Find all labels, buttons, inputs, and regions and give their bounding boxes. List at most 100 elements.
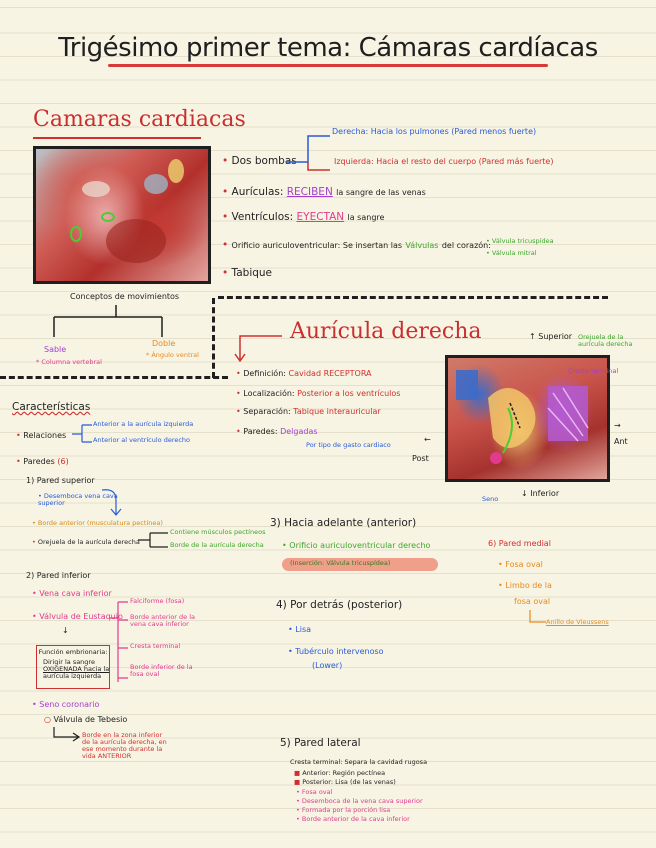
vieussens-label: Anillo de Vieussens xyxy=(546,618,609,626)
dashed-separator-top xyxy=(218,296,608,299)
pared-posterior-b: • Tubérculo intervenoso xyxy=(288,647,384,656)
pared-lateral-l2-text: Posterior: Lisa (de las venas) xyxy=(302,778,396,786)
box-line-1: Dirigir la sangre xyxy=(43,658,95,667)
dos-bombas-brackets xyxy=(286,135,330,171)
camaras-underline xyxy=(33,137,201,139)
pared-anterior-a: • Orificio auriculoventricular derecho xyxy=(282,541,431,550)
ventriculos-line: • Ventrículos: EYECTAN la sangre xyxy=(222,211,385,223)
paredes-line: • Paredes: Delgadas xyxy=(236,427,318,436)
separacion-label: Separación: xyxy=(243,407,291,416)
definicion-line: • Definición: Cavidad RECEPTORA xyxy=(236,369,372,378)
localizacion-line: • Localización: Posterior a los ventrícu… xyxy=(236,389,401,398)
paredes-heading: • Paredes (6) xyxy=(16,457,69,466)
limbo-fosa-text: Limbo de la xyxy=(505,581,552,590)
thebesio-sub: Borde en la zona inferior de la aurícula… xyxy=(82,731,167,761)
orificio-rest: del corazón: xyxy=(441,241,491,250)
funcion-embrionaria-box: Función embrionaria: Dirigir la sangre O… xyxy=(36,645,110,689)
derecha-text: Derecha: Hacia los pulmones (Pared menos… xyxy=(332,127,537,136)
auriculas-label: Aurículas: xyxy=(231,186,284,198)
izquierda-text: Izquierda: Hacia el resto del cuerpo (Pa… xyxy=(334,157,554,166)
thebesio-text: Válvula de Tebesio xyxy=(53,715,128,724)
pared-lateral-l6: • Borde anterior de la cava inferior xyxy=(296,815,410,823)
seno-coronario-text: Seno coronario xyxy=(39,700,100,709)
pared-inferior-bracket xyxy=(110,601,128,682)
box-line-3: aurícula izquierda xyxy=(43,672,102,681)
dos-bombas-label: Dos bombas xyxy=(231,155,297,167)
pared-anterior: 3) Hacia adelante (anterior) xyxy=(270,517,417,529)
vieussens-arrow xyxy=(529,610,546,623)
orificio-label: Orificio auriculoventricular: Se inserta… xyxy=(231,241,403,250)
limbo-fosa: • Limbo de la xyxy=(498,581,552,590)
pared-lateral-l5: • Formada por la porción lisa xyxy=(296,806,391,814)
pared-inferior: 2) Pared inferior xyxy=(26,571,91,580)
reciben-word: RECIBEN xyxy=(286,186,333,198)
dashed-separator-vertical xyxy=(212,298,215,378)
pared-lateral-l2: ■ Posterior: Lisa (de las venas) xyxy=(294,778,396,786)
relaciones-2: Anterior al ventrículo derecho xyxy=(93,436,191,444)
pared-lateral-l4: • Desemboca de la vena cava superior xyxy=(296,797,423,805)
limbo-fosa-cont: fosa oval xyxy=(514,597,551,606)
pared-superior-b-text: Borde anterior (musculatura pectínea) xyxy=(37,519,163,527)
borde-vena-label: Borde anterior de la vena cava inferior xyxy=(130,613,196,629)
insercion-highlight xyxy=(282,558,438,571)
borde-fosa-label: Borde inferior de la fosa oval xyxy=(130,663,193,679)
paredes-value: Delgadas xyxy=(280,427,318,436)
seno-label: Seno xyxy=(482,495,499,503)
pared-superior-b: • Borde anterior (musculatura pectínea) xyxy=(32,519,163,527)
orejuela-label: Orejuela de la aurícula derecha xyxy=(578,333,633,349)
ventriculos-rest: la sangre xyxy=(347,213,385,222)
relaciones-label: Relaciones xyxy=(23,431,67,440)
fosa-oval-text: Fosa oval xyxy=(505,560,543,569)
pared-superior-arrow xyxy=(101,489,122,516)
camaras-heading: Camaras cardiacas xyxy=(33,107,246,132)
pared-superior-a: • Desemboca vena cava superior xyxy=(38,492,118,508)
valvulas-word: Válvulas xyxy=(405,241,439,250)
title-underline xyxy=(108,64,548,67)
auricula-heading: Aurícula derecha xyxy=(290,319,482,344)
pared-posterior: 4) Por detrás (posterior) xyxy=(276,599,403,611)
box-line-2: OXIGENADA hacia la xyxy=(43,665,110,674)
seno-coronario: • Seno coronario xyxy=(32,700,100,709)
localizacion-label: Localización: xyxy=(243,389,295,398)
separacion-line: • Separación: Tabique interauricular xyxy=(236,407,381,416)
pared-anterior-b: (Inserción: Válvula tricuspídea) xyxy=(290,559,391,567)
separacion-value: Tabique interauricular xyxy=(293,407,381,416)
heart-illustration xyxy=(33,146,211,284)
ventriculos-label: Ventrículos: xyxy=(231,211,294,223)
pared-lateral-l3: • Fosa oval xyxy=(296,788,333,796)
pared-lateral-l1: ■ Anterior: Región pectínea xyxy=(294,769,386,777)
mitral-item: • Válvula mitral xyxy=(486,249,537,257)
falciforme-label: Falciforme (fosa) xyxy=(130,597,185,605)
dashed-separator-left xyxy=(0,376,228,379)
pared-superior-b2: • Orejuela de la aurícula derecha xyxy=(32,538,140,546)
superior-label: ↑ Superior xyxy=(529,332,573,341)
right-atrium-illustration xyxy=(445,355,610,482)
pared-superior-bracket xyxy=(138,532,168,548)
relaciones-bracket xyxy=(72,424,92,443)
pared-superior: 1) Pared superior xyxy=(26,476,95,485)
pared-inferior-a: • Vena cava inferior xyxy=(32,589,112,598)
pared-superior-c1: Contiene músculos pectíneos xyxy=(170,528,266,536)
tricuspidea-item: • Válvula tricuspídea xyxy=(486,237,554,245)
localizacion-value: Posterior a los ventrículos xyxy=(297,389,401,398)
paredes-label: Paredes: xyxy=(243,427,278,436)
orificio-line: • Orificio auriculoventricular: Se inser… xyxy=(222,239,491,251)
pared-superior-a-text: Desemboca vena cava superior xyxy=(38,492,118,508)
thebesio-arrow xyxy=(53,727,81,742)
thebesio-label: ○ Válvula de Tebesio xyxy=(44,715,128,724)
superior-text: Superior xyxy=(538,332,573,341)
paredes-sub: Por tipo de gasto cardiaco xyxy=(306,441,391,449)
conceptos-tree xyxy=(53,305,163,337)
page-title: Trigésimo primer tema: Cámaras cardíacas xyxy=(58,33,598,63)
post-label: Post xyxy=(412,454,429,463)
paredes-heading-text: Paredes xyxy=(23,457,55,466)
pared-anterior-a-text: Orificio auriculoventricular derecho xyxy=(289,541,431,550)
inferior-text: Inferior xyxy=(530,489,560,498)
eyectan-word: EYECTAN xyxy=(296,211,345,223)
pared-posterior-a-text: Lisa xyxy=(295,625,312,634)
fosa-oval: • Fosa oval xyxy=(498,560,543,569)
auriculas-line: • Aurículas: RECIBEN la sangre de las ve… xyxy=(222,186,426,198)
post-arrow-icon: ← xyxy=(424,435,431,444)
tabique-label: Tabique xyxy=(231,267,273,279)
pared-lateral-l1-text: Anterior: Región pectínea xyxy=(302,769,386,777)
